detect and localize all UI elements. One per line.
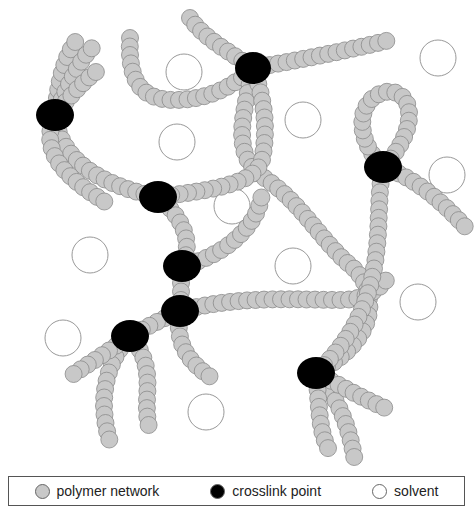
crosslink-point — [163, 250, 201, 282]
crosslink-group — [36, 52, 402, 389]
crosslink-point — [139, 181, 177, 213]
legend-box: polymer network crosslink point solvent — [8, 476, 465, 506]
bead-group — [42, 10, 474, 466]
crosslink-point — [161, 295, 199, 327]
polymer-bead — [101, 431, 118, 448]
legend-item: polymer network — [35, 483, 160, 499]
solvent-molecule — [420, 40, 456, 76]
chain-guide — [55, 115, 158, 197]
polymer-bead — [83, 40, 100, 57]
polymer-bead — [376, 399, 393, 416]
polymer-bead — [346, 449, 363, 466]
polymer-bead — [456, 218, 473, 235]
crosslink-point — [36, 99, 74, 131]
polymer-illustration — [0, 0, 475, 470]
chain-guide — [242, 68, 369, 373]
crosslink-point — [235, 52, 271, 84]
polymer-bead — [65, 366, 82, 383]
crosslink-point — [364, 151, 402, 183]
solvent-molecule — [188, 394, 224, 430]
legend-label: polymer network — [57, 483, 160, 499]
solvent-molecule — [400, 284, 436, 320]
legend-item: crosslink point — [210, 483, 321, 499]
crosslink-point — [297, 357, 335, 389]
solvent-molecule — [275, 248, 311, 284]
legend-swatch — [35, 484, 50, 499]
legend-swatch — [210, 484, 225, 499]
solvent-molecule — [72, 237, 108, 273]
legend-swatch — [372, 484, 387, 499]
solvent-molecule — [159, 124, 195, 160]
chain-guide — [158, 68, 265, 197]
solvent-molecule — [45, 320, 81, 356]
polymer-bead — [378, 32, 395, 49]
solvent-molecule — [285, 102, 321, 138]
chain-guides — [50, 18, 470, 462]
polymer-bead — [253, 189, 270, 206]
polymer-bead — [140, 417, 157, 434]
legend-label: crosslink point — [232, 483, 321, 499]
polymer-bead — [96, 193, 113, 210]
solvent-molecule — [166, 54, 202, 90]
legend-label: solvent — [394, 483, 438, 499]
polymer-bead — [201, 368, 218, 385]
polymer-bead — [87, 64, 104, 81]
solvent-group — [45, 40, 465, 430]
polymer-bead — [320, 440, 337, 457]
crosslink-point — [111, 320, 149, 352]
legend-item: solvent — [372, 483, 438, 499]
